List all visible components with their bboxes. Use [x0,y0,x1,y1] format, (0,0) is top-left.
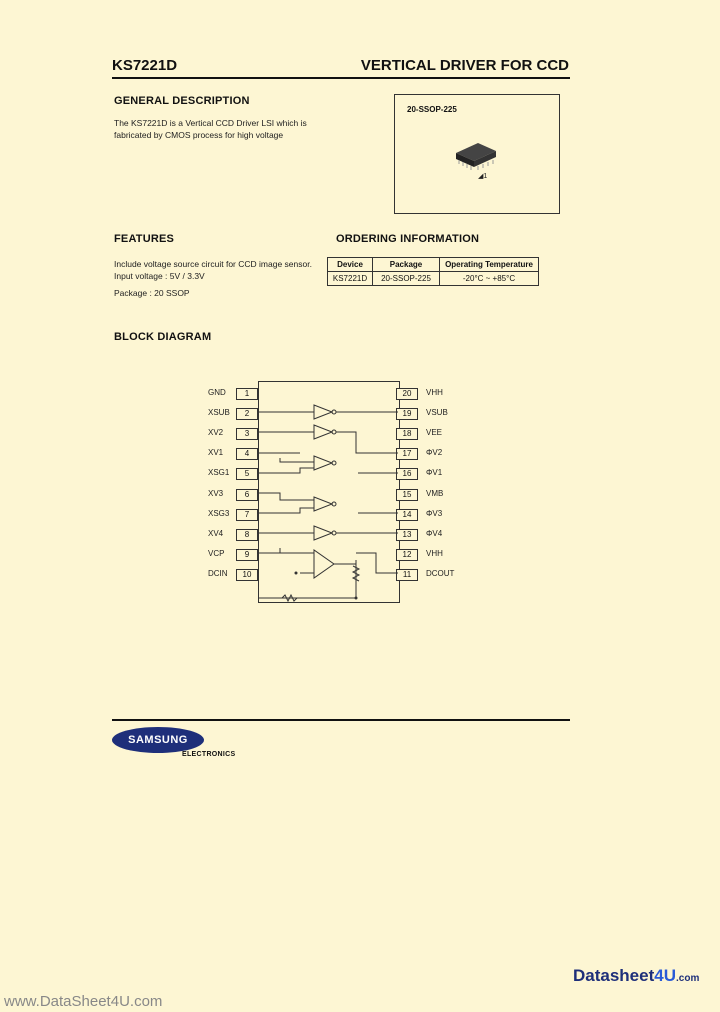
pin-label: XV4 [208,528,224,538]
datasheet4u-logo: Datasheet4U.com [573,966,699,986]
brand-subtitle: ELECTRONICS [182,751,236,758]
pin-label: ΦV1 [426,468,443,478]
pin-number: 3 [236,428,258,441]
pin-number: 20 [396,388,418,400]
pin-label: XSG3 [208,508,230,518]
pin-label: ΦV2 [426,448,443,458]
features-list: Include voltage source circuit for CCD i… [114,258,312,299]
pin-number: 9 [236,548,258,561]
pin-number: 8 [236,528,258,541]
feature-item: Include voltage source circuit for CCD i… [114,259,312,269]
general-description-heading: GENERAL DESCRIPTION [114,95,250,107]
ordering-table: Device Package Operating Temperature KS7… [327,257,539,286]
pin-label: DCIN [208,568,228,578]
pin-label: VHH [426,548,443,558]
pin-number: 6 [236,488,258,501]
pin-number: 13 [396,528,418,541]
pin-number: 2 [236,408,258,421]
logo-part-c: .com [676,973,700,984]
svg-text:◢1: ◢1 [478,173,487,180]
pin-number: 17 [396,448,418,461]
table-row: KS7221D 20-SSOP-225 -20°C ~ +85°C [327,271,539,286]
pin-label: XSG1 [208,468,230,478]
pin-number: 12 [396,548,418,561]
pin-label: ΦV4 [426,528,443,538]
ordering-header-row: Device Package Operating Temperature [327,257,539,272]
pin-number: 1 [236,388,258,400]
package-box: 20-SSOP-225 ◢1 [394,94,560,214]
cell-package: 20-SSOP-225 [372,271,440,286]
pin-label: XV3 [208,488,224,498]
pin-number: 5 [236,468,258,481]
pin-label: VCP [208,548,225,558]
pin-number: 11 [396,568,418,581]
pin-number: 7 [236,508,258,521]
pin-label: XV1 [208,448,224,458]
feature-item: Input voltage : 5V / 3.3V [114,271,205,281]
feature-item: Package : 20 SSOP [114,288,190,298]
watermark-url[interactable]: www.DataSheet4U.com [4,993,163,1010]
pin-number: 19 [396,408,418,421]
chip-image: ◢1 [456,143,496,180]
features-heading: FEATURES [114,233,175,245]
pin-label: VMB [426,488,444,498]
pin-number: 15 [396,488,418,501]
general-line-1: The KS7221D is a Vertical CCD Driver LSI… [114,118,307,128]
general-line-2: fabricated by CMOS process for high volt… [114,130,284,140]
samsung-logo: SAMSUNG [112,727,204,753]
pin-label: XSUB [208,408,230,418]
package-label: 20-SSOP-225 [407,105,457,114]
pin-number: 10 [236,568,258,581]
pin-label: DCOUT [426,568,455,578]
general-description-text: The KS7221D is a Vertical CCD Driver LSI… [114,117,307,141]
pin-number: 18 [396,428,418,441]
pin-label: ΦV3 [426,508,443,518]
pin-number: 16 [396,468,418,481]
footer-rule [112,719,570,721]
block-diagram-heading: BLOCK DIAGRAM [114,331,212,343]
logo-part-a: Datasheet [573,966,655,985]
logo-part-b: 4U [654,966,676,985]
cell-temperature: -20°C ~ +85°C [439,271,539,286]
pin-label: VSUB [426,408,448,418]
pin-label: GND [208,388,226,397]
pin-label: VEE [426,428,443,438]
header-rule [112,77,570,79]
ordering-heading: ORDERING INFORMATION [336,233,480,245]
pin-number: 14 [396,508,418,521]
part-number: KS7221D [112,57,178,74]
page-title: VERTICAL DRIVER FOR CCD [360,57,569,74]
pin-label: XV2 [208,428,224,438]
pin-label: VHH [426,388,443,397]
pin-number: 4 [236,448,258,461]
